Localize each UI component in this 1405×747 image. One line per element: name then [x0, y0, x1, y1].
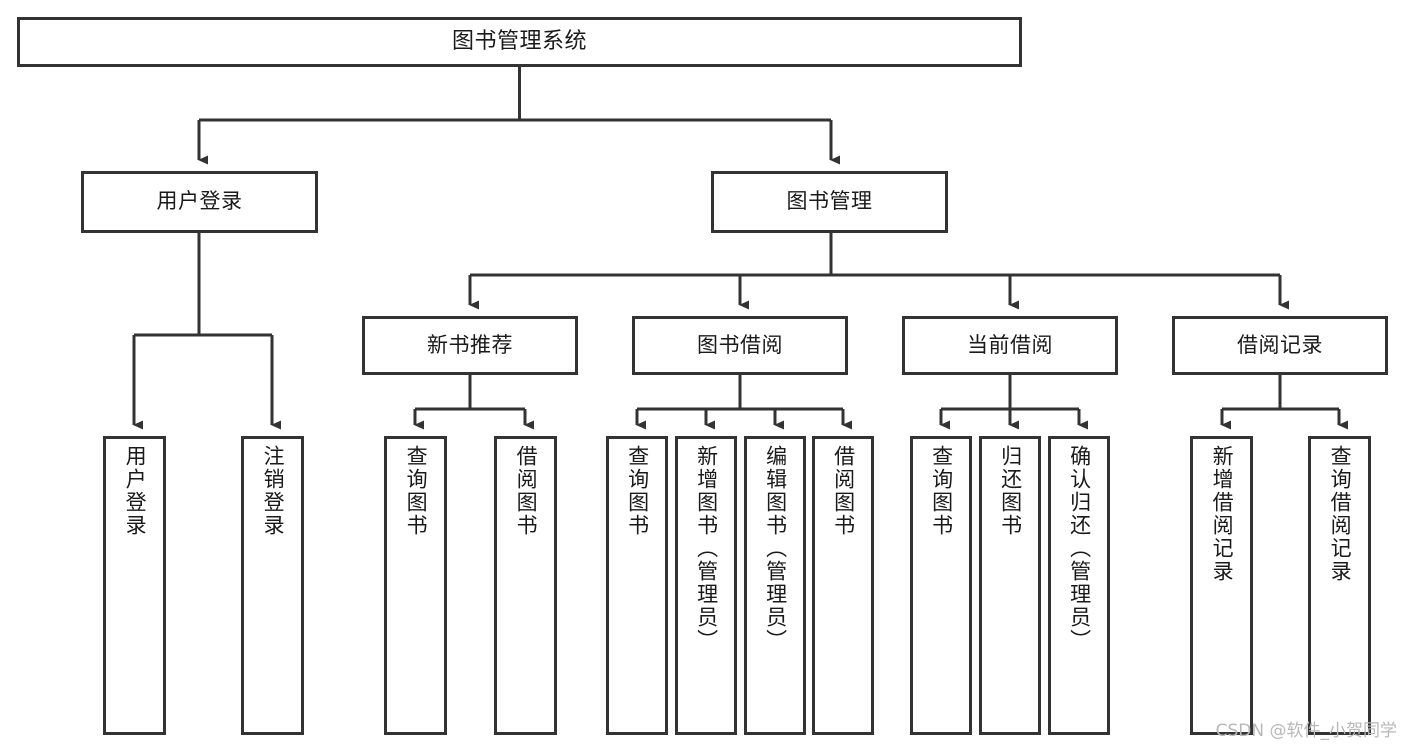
node-label: 借阅图书	[514, 445, 539, 537]
node-leaf-query-borrow-record[interactable]: 查询借阅记录	[1308, 436, 1371, 735]
node-label: 用户登录	[156, 189, 243, 214]
node-leaf-confirm-return-admin[interactable]: 确认归还（管理员）	[1048, 436, 1110, 735]
node-label: 图书借阅	[697, 332, 783, 357]
node-leaf-edit-book-admin[interactable]: 编辑图书（管理员）	[744, 436, 806, 735]
node-borrow-records[interactable]: 借阅记录	[1172, 316, 1388, 375]
node-label: 归还图书	[998, 445, 1023, 537]
node-leaf-borrow-book-nb[interactable]: 借阅图书	[494, 436, 557, 735]
node-label: 查询图书	[929, 445, 954, 537]
node-label: 当前借阅	[967, 332, 1053, 357]
node-label: 借阅记录	[1237, 332, 1323, 357]
node-leaf-return-book[interactable]: 归还图书	[979, 436, 1041, 735]
node-label: 查询图书	[404, 445, 429, 537]
node-user-login[interactable]: 用户登录	[81, 171, 318, 233]
node-leaf-user-login[interactable]: 用户登录	[103, 436, 166, 735]
node-root-system[interactable]: 图书管理系统	[17, 17, 1022, 67]
node-label: 新书推荐	[427, 332, 513, 357]
node-label: 确认归还（管理员）	[1067, 445, 1092, 652]
node-leaf-add-borrow-record[interactable]: 新增借阅记录	[1190, 436, 1253, 735]
node-leaf-query-book-bb[interactable]: 查询图书	[606, 436, 668, 735]
node-leaf-logout[interactable]: 注销登录	[241, 436, 304, 735]
node-label: 查询借阅记录	[1328, 445, 1353, 583]
node-label: 图书管理系统	[451, 28, 587, 54]
node-book-borrow[interactable]: 图书借阅	[632, 316, 848, 375]
node-new-book-recommend[interactable]: 新书推荐	[362, 316, 578, 375]
node-label: 借阅图书	[831, 445, 856, 537]
node-label: 新增借阅记录	[1210, 445, 1235, 583]
node-label: 用户登录	[123, 445, 148, 537]
node-book-management[interactable]: 图书管理	[711, 171, 948, 233]
node-leaf-add-book-admin[interactable]: 新增图书（管理员）	[675, 436, 737, 735]
node-label: 图书管理	[786, 189, 873, 214]
node-leaf-query-book-nb[interactable]: 查询图书	[384, 436, 447, 735]
node-label: 编辑图书（管理员）	[763, 445, 788, 652]
node-current-borrow[interactable]: 当前借阅	[902, 316, 1118, 375]
node-label: 注销登录	[261, 445, 286, 537]
node-leaf-query-book-cb[interactable]: 查询图书	[910, 436, 972, 735]
node-label: 新增图书（管理员）	[694, 445, 719, 652]
node-leaf-borrow-book-bb[interactable]: 借阅图书	[812, 436, 874, 735]
node-label: 查询图书	[625, 445, 650, 537]
